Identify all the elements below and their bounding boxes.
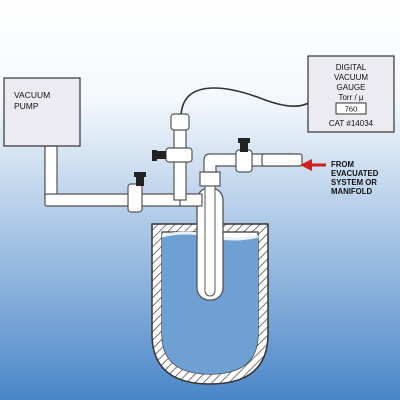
gauge-sensor-head <box>170 113 190 131</box>
stopcock-valve-icon[interactable] <box>152 147 193 163</box>
cold-trap-inner-tube <box>204 175 216 297</box>
source-label-line-3: SYSTEM OR <box>331 178 377 187</box>
gauge-cable <box>180 87 317 119</box>
gauge-label-line-1: DIGITAL <box>336 63 367 72</box>
stopcock-valve-icon[interactable] <box>127 172 146 213</box>
gauge-riser-tube <box>173 127 187 201</box>
vacuum-pump-label-line-1: VACUUM <box>14 90 50 100</box>
vacuum-pump-label-line-2: PUMP <box>14 101 39 111</box>
cooling-bath-liquid <box>162 233 258 374</box>
source-label-line-2: EVACUATED <box>331 169 379 178</box>
gauge-display <box>335 102 367 115</box>
gauge-reading: 760 <box>345 105 358 114</box>
arrow-left-icon <box>300 159 326 171</box>
stopcock-valve-icon[interactable] <box>235 138 253 173</box>
gauge-label-line-3: GAUGE <box>337 83 366 92</box>
source-label-line-1: FROM <box>331 160 354 169</box>
trap-joint <box>199 171 221 187</box>
gauge-catalog-number: CAT #14034 <box>329 119 374 128</box>
gauge-label-line-4: Torr / µ <box>338 93 363 102</box>
gauge-label-line-2: VACUUM <box>334 73 368 82</box>
source-label-line-4: MANIFOLD <box>331 187 373 196</box>
vacuum-pump-box <box>3 77 81 147</box>
digital-vacuum-gauge-box <box>307 55 395 133</box>
manifold-connection-tube <box>261 153 303 167</box>
